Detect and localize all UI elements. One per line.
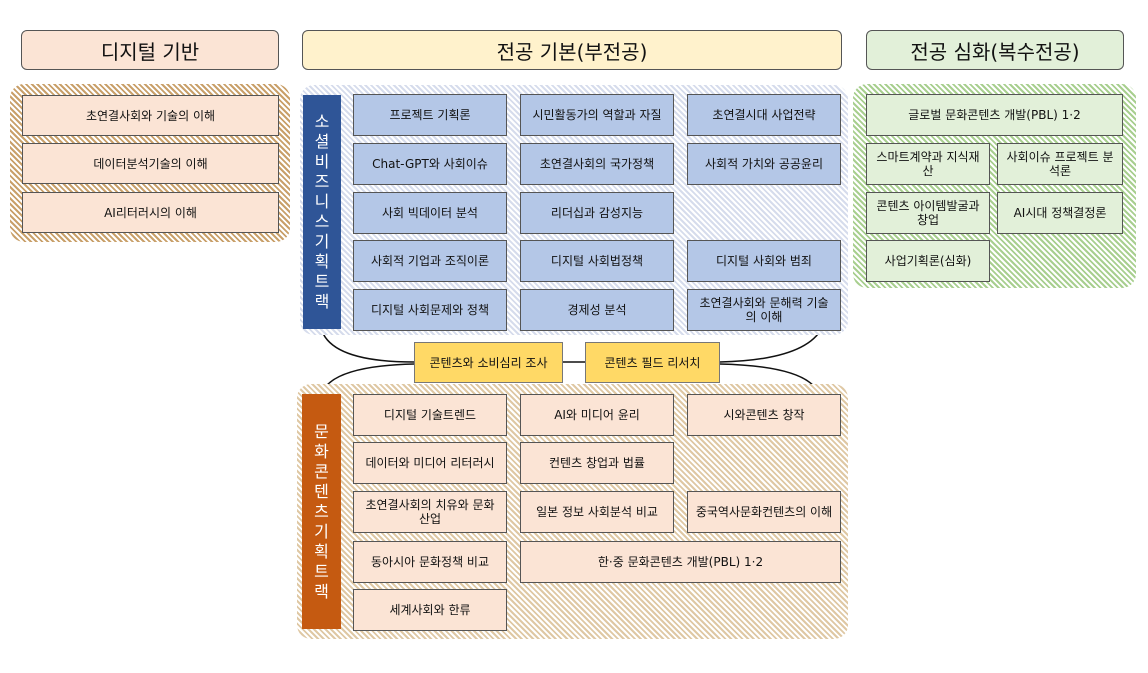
course-box: 사업기획론(심화) [866,240,990,282]
course-box: 프로젝트 기획론 [353,94,507,136]
track-title-char: 스 [314,212,330,231]
shared-course-box: 콘텐츠 필드 리서치 [585,342,720,383]
course-box: AI와 미디어 윤리 [520,394,674,436]
course-box: 초연결사회와 기술의 이해 [22,95,279,136]
course-box: 초연결시대 사업전략 [687,94,841,136]
course-box: 컨텐츠 창업과 법률 [520,442,674,484]
track-title-char: 랙 [314,292,330,311]
header-digital-foundation: 디지털 기반 [21,30,279,70]
course-box: 동아시아 문화정책 비교 [353,541,507,583]
track-title-char: 셜 [314,132,330,151]
course-box: 세계사회와 한류 [353,589,507,631]
track-title-char: 문 [314,421,329,441]
track-title-char: 랙 [314,581,329,601]
course-box: 초연결사회와 문해력 기술의 이해 [687,289,841,331]
track-title-char: 텐 [314,481,329,501]
track-title-char: 기 [314,232,330,251]
track-title-char: 콘 [314,461,329,481]
course-box: AI시대 정책결정론 [997,192,1123,234]
course-box: 리더십과 감성지능 [520,192,674,234]
header-major-advanced: 전공 심화(복수전공) [866,30,1124,70]
course-box: 사회적 기업과 조직이론 [353,240,507,282]
course-box: 데이터분석기술의 이해 [22,143,279,184]
track-title-char: 니 [314,192,330,211]
course-box: 사회적 가치와 공공윤리 [687,143,841,185]
course-box: 스마트계약과 지식재산 [866,143,990,185]
course-box: 콘텐츠 아이템발굴과 창업 [866,192,990,234]
course-box: 경제성 분석 [520,289,674,331]
shared-course-box: 콘텐츠와 소비심리 조사 [414,342,563,383]
track-title-char: 획 [314,252,330,271]
header-major-basic: 전공 기본(부전공) [302,30,842,70]
track-title-char: 화 [314,441,329,461]
course-box: 사회이슈 프로젝트 분석론 [997,143,1123,185]
track-title-char: 기 [314,521,329,541]
course-box: 디지털 사회문제와 정책 [353,289,507,331]
course-box: AI리터러시의 이해 [22,192,279,233]
track-title-char: 즈 [314,172,330,191]
track-title-char: 트 [314,561,329,581]
track-title-char: 츠 [314,501,329,521]
course-box: 데이터와 미디어 리터러시 [353,442,507,484]
course-box: 디지털 사회법정책 [520,240,674,282]
course-box: 디지털 사회와 범죄 [687,240,841,282]
track-title-char: 비 [314,152,330,171]
track-title-char: 트 [314,272,330,291]
course-box-wide: 글로벌 문화콘텐츠 개발(PBL) 1·2 [866,94,1123,136]
course-box-wide: 한·중 문화콘텐츠 개발(PBL) 1·2 [520,541,841,583]
course-box: 시민활동가의 역할과 자질 [520,94,674,136]
track-title-char: 획 [314,541,329,561]
course-box: Chat-GPT와 사회이슈 [353,143,507,185]
course-box: 시와콘텐츠 창작 [687,394,841,436]
course-box: 디지털 기술트렌드 [353,394,507,436]
course-box: 일본 정보 사회분석 비교 [520,491,674,533]
track-title-char: 소 [314,112,330,131]
course-box: 초연결사회의 치유와 문화산업 [353,491,507,533]
course-box: 중국역사문화컨텐츠의 이해 [687,491,841,533]
course-box: 초연결사회의 국가정책 [520,143,674,185]
course-box: 사회 빅데이터 분석 [353,192,507,234]
